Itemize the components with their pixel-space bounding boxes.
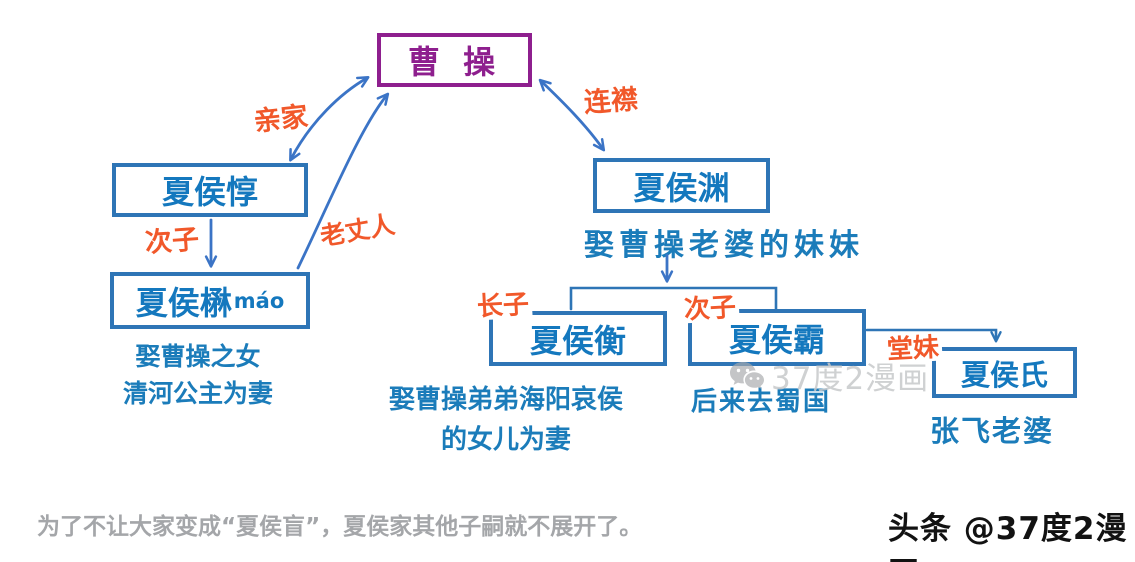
node-xiahoudun: 夏侯惇 <box>112 163 308 217</box>
node-xiahoumao-label: 夏侯楙 <box>135 283 232 322</box>
node-xiahouyuan: 夏侯渊 <box>593 158 770 213</box>
edge-label-lianjin: 连襟 <box>582 84 640 119</box>
note-xiahouheng-line1: 娶曹操弟弟海阳哀侯 <box>388 385 623 415</box>
note-xiahouheng-line2: 的女儿为妻 <box>440 425 571 455</box>
note-xiahouheng: 娶曹操弟弟海阳哀侯 的女儿为妻 <box>375 380 637 460</box>
node-xiahoushi-label: 夏侯氏 <box>960 357 1048 392</box>
node-xiahouheng-label: 夏侯衡 <box>529 321 626 360</box>
edge-label-zhangzi: 长子 <box>473 290 533 322</box>
note-xiahoumao-line1: 娶曹操之女 <box>135 342 261 371</box>
wechat-icon <box>727 356 767 396</box>
children-bracket <box>569 286 778 313</box>
node-xiahoushi: 夏侯氏 <box>932 347 1077 398</box>
footer-caption: 为了不让大家变成“夏侯盲”，夏侯家其他子嗣就不展开了。 <box>37 514 643 540</box>
node-xiahoudun-label: 夏侯惇 <box>161 173 258 211</box>
edge-label-qinjia: 亲家 <box>252 101 310 138</box>
note-xiahouyuan: 娶曹操老婆的妹妹 <box>584 228 864 263</box>
note-xiahoumao-line2: 清河公主为妻 <box>122 379 273 408</box>
footer-credit: 头条 @37度2漫画 <box>888 511 1128 562</box>
node-caocao: 曹 操 <box>377 33 532 87</box>
watermark: 37度2漫画 <box>727 353 929 398</box>
node-xiahouba-label: 夏侯霸 <box>728 320 825 359</box>
note-xiahoushi: 张飞老婆 <box>930 414 1055 448</box>
node-xiahoumao: 夏侯楙 máo <box>110 272 310 329</box>
note-xiahouba: 后来去蜀国 <box>691 387 832 417</box>
node-xiahoumao-pinyin: máo <box>233 288 285 313</box>
node-xiahouheng: 夏侯衡 <box>489 311 667 366</box>
edge-label-cizi-yuan: 次子 <box>680 293 740 325</box>
edge-label-cizi-dun: 次子 <box>143 224 201 259</box>
watermark-text: 37度2漫画 <box>771 361 930 397</box>
edge-label-laozhangren: 老丈人 <box>318 209 397 252</box>
note-xiahoumao: 娶曹操之女 清河公主为妻 <box>103 338 293 412</box>
node-caocao-label: 曹 操 <box>407 43 502 81</box>
node-xiahouyuan-label: 夏侯渊 <box>633 168 730 207</box>
